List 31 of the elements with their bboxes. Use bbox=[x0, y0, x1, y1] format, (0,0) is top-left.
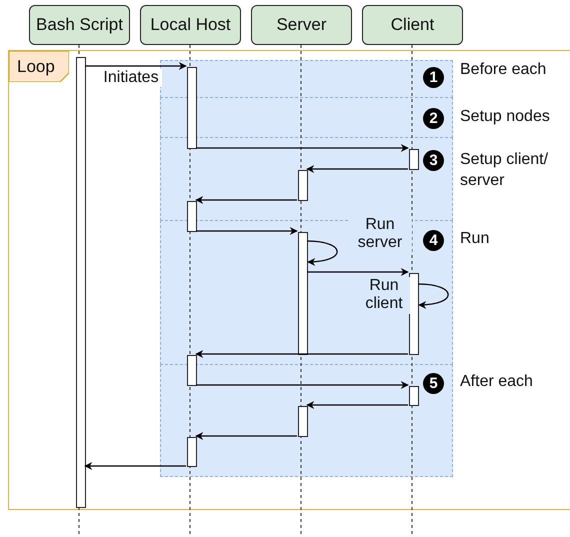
message-arrow bbox=[195, 432, 297, 440]
activation-bar bbox=[409, 273, 419, 355]
message-arrow bbox=[196, 144, 409, 152]
message-arrow bbox=[85, 62, 187, 70]
activation-bar bbox=[409, 149, 419, 170]
message-arrow bbox=[306, 401, 408, 409]
participant-box: Bash Script bbox=[29, 5, 130, 45]
activation-bar bbox=[187, 437, 197, 467]
message-arrow bbox=[195, 196, 297, 204]
message-arrow bbox=[418, 283, 449, 309]
activation-bar bbox=[187, 355, 197, 386]
activation-bar bbox=[298, 232, 308, 355]
participant-box: Local Host bbox=[140, 5, 241, 45]
message-arrow bbox=[84, 462, 186, 470]
message-arrow bbox=[307, 268, 409, 276]
message-arrow bbox=[196, 381, 409, 389]
message-arrow bbox=[306, 165, 408, 173]
activation-bar bbox=[298, 406, 308, 437]
message-arrow bbox=[196, 227, 298, 235]
activation-bar bbox=[187, 67, 197, 149]
activation-bar bbox=[298, 170, 308, 201]
activation-bar bbox=[76, 57, 86, 508]
message-arrow bbox=[195, 350, 408, 358]
activation-bar bbox=[409, 386, 419, 406]
participant-box: Server bbox=[251, 5, 352, 45]
message-arrow bbox=[306, 240, 338, 266]
edge-label: Run server bbox=[348, 216, 412, 253]
participant-box: Client bbox=[362, 5, 463, 45]
loop-label: Loop bbox=[9, 51, 69, 82]
loop-frame bbox=[8, 50, 570, 510]
activation-bar bbox=[187, 201, 197, 232]
